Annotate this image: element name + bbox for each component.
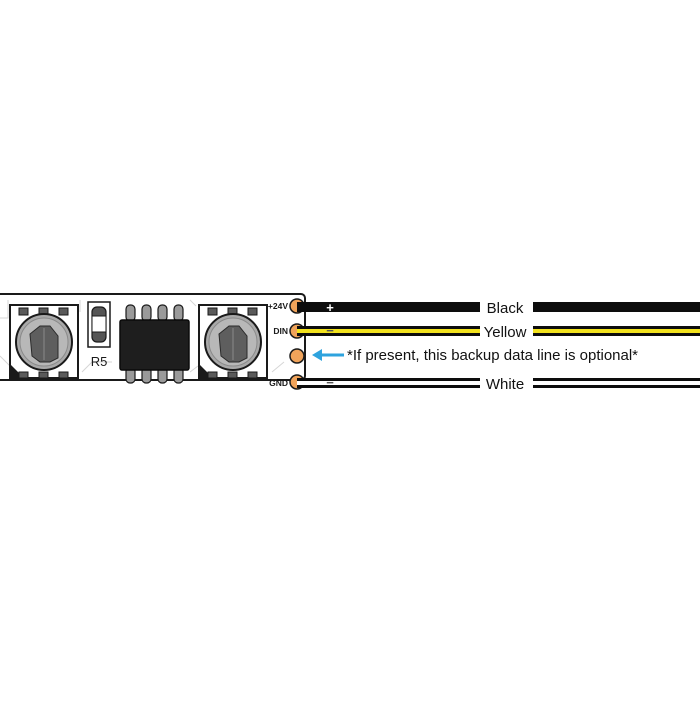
wire-white-symbol: − [326,375,334,390]
wire-white-label: White [486,376,524,393]
led-strip: R5 [0,293,306,390]
wire-black-label: Black [487,300,524,317]
rgb-led-right [198,304,268,379]
wire-white: − White [297,375,700,393]
ic-chip [119,304,190,384]
rgb-led-left [9,304,79,379]
pad-label-gnd: GND [269,378,288,388]
pad-label-power: +24V [268,301,288,311]
wire-yellow-label: Yellow [484,324,527,341]
wire-yellow: − Yellow [297,323,700,341]
wire-black: + Black [297,300,700,317]
pad-label-din: DIN [273,326,288,336]
wire-black-symbol: + [326,300,334,315]
wire-yellow-symbol: − [326,323,334,338]
backup-data-note: *If present, this backup data line is op… [312,347,638,364]
resistor-r5: R5 [87,301,111,369]
pad-backup-data [289,348,305,364]
resistor-label: R5 [91,354,108,369]
backup-data-note-text: *If present, this backup data line is op… [347,347,638,364]
arrow-left-icon [312,349,322,361]
